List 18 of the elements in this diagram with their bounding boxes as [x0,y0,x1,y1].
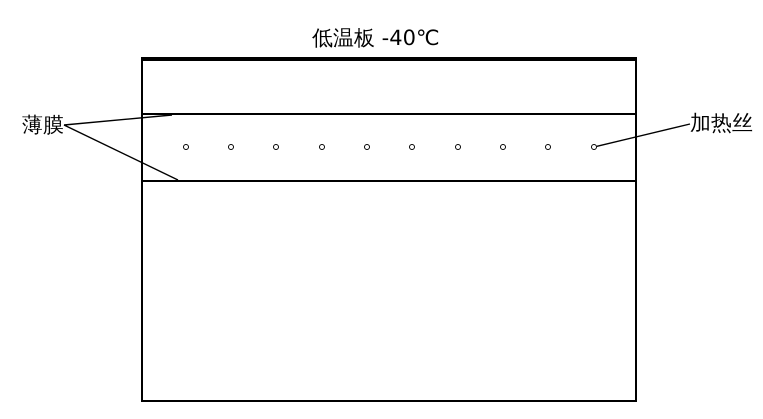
part-label: 低温板 -40℃ [312,28,440,49]
film-line [143,113,635,115]
callout-label: 薄膜 [22,115,64,136]
wire-dot [183,144,189,150]
wire-dot [273,144,279,150]
wire-dot [500,144,506,150]
wire-dot [319,144,325,150]
leader-line [64,114,172,126]
wire-dot [591,144,597,150]
wire-dot [455,144,461,150]
leader-line [64,124,178,181]
film-line [143,180,635,182]
wire-dot [228,144,234,150]
callout-label: 加热丝 [690,113,753,134]
leader-line [596,123,690,147]
wire-dot [409,144,415,150]
wire-dot [364,144,370,150]
wire-dot [545,144,551,150]
